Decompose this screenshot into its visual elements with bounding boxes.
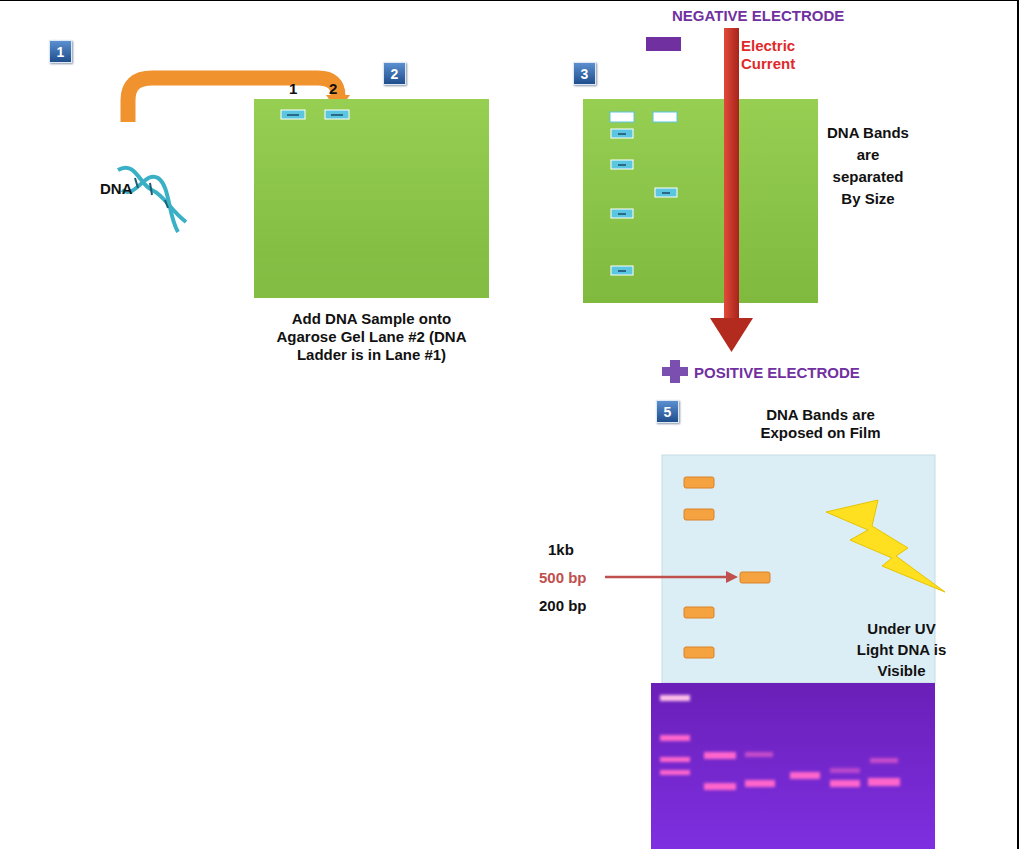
step-number-box: 1 bbox=[49, 40, 72, 63]
step-note: Under UV Light DNA is Visible bbox=[853, 618, 950, 681]
step-number-box: 5 bbox=[656, 400, 679, 423]
gel-well bbox=[653, 112, 677, 122]
step-number: 1 bbox=[57, 44, 65, 60]
current-arrowhead bbox=[710, 318, 753, 352]
current-label: Electric Current bbox=[741, 37, 813, 73]
agarose-gel bbox=[583, 99, 818, 303]
molecule-label: DNA bbox=[100, 180, 133, 198]
electrode-label: NEGATIVE ELECTRODE bbox=[672, 7, 844, 25]
photo-bands bbox=[660, 695, 900, 790]
lane-number: 1 bbox=[289, 80, 297, 98]
film-bands bbox=[684, 477, 770, 658]
step-number-box: 3 bbox=[573, 62, 596, 85]
size-marker: 1kb bbox=[548, 541, 574, 559]
step-number: 2 bbox=[391, 66, 399, 82]
step-number-box: 2 bbox=[383, 62, 406, 85]
size-marker: 500 bp bbox=[539, 569, 587, 587]
pointer-arrowhead bbox=[726, 571, 738, 583]
positive-electrode bbox=[662, 360, 688, 383]
agarose-gel bbox=[254, 99, 489, 298]
step-note: DNA Bands are Exposed on Film bbox=[753, 406, 888, 442]
gel-well bbox=[610, 112, 634, 122]
electrode-label: POSITIVE ELECTRODE bbox=[694, 364, 860, 382]
current-arrow bbox=[724, 28, 739, 320]
step-caption: Add DNA Sample onto Agarose Gel Lane #2 … bbox=[269, 310, 474, 364]
step-note: DNA Bands are separated By Size bbox=[824, 122, 912, 210]
size-marker: 200 bp bbox=[539, 597, 587, 615]
negative-electrode bbox=[646, 37, 681, 51]
gel-shade bbox=[254, 258, 489, 298]
lane-number: 2 bbox=[329, 80, 337, 98]
pointer-arrow bbox=[605, 576, 728, 579]
step-number: 5 bbox=[664, 404, 672, 420]
uv-lightning bbox=[826, 500, 945, 592]
dna-bands bbox=[611, 129, 677, 275]
gel-photo bbox=[651, 683, 935, 849]
gel-well bbox=[325, 110, 349, 119]
dna-helix bbox=[118, 168, 186, 232]
gel-well bbox=[281, 110, 305, 119]
step-number: 3 bbox=[581, 66, 589, 82]
